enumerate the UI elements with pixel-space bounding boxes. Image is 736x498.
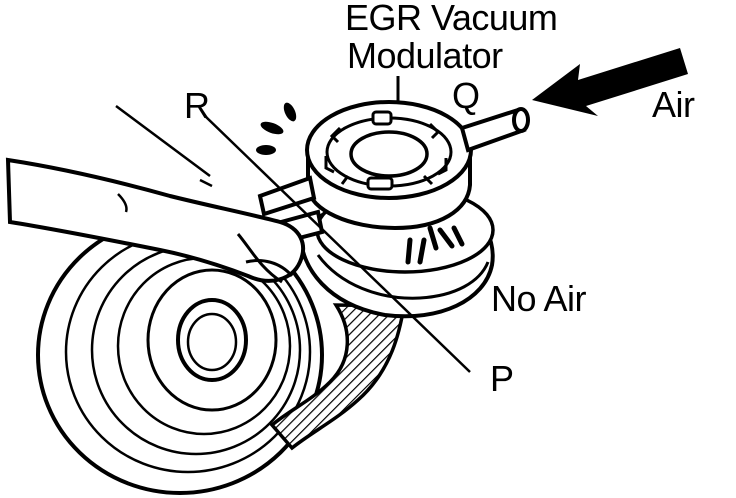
- label-air: Air: [652, 84, 695, 125]
- vacuum-hose: [269, 303, 407, 451]
- title-line-1: EGR Vacuum: [345, 0, 558, 38]
- label-r: R: [184, 85, 210, 126]
- air-puff-icon: [256, 102, 297, 155]
- label-q: Q: [452, 75, 480, 116]
- label-no-air: No Air: [491, 278, 587, 319]
- air-streaks-icon: [405, 225, 465, 265]
- title-line-2: Modulator: [347, 35, 503, 76]
- modulator-cap: [305, 100, 473, 231]
- port-q-nipple: [459, 107, 530, 153]
- label-p: P: [490, 358, 514, 399]
- air-arrow-icon: [532, 48, 688, 116]
- hand-finger: [5, 157, 306, 284]
- leader-line-r-p: [115, 104, 471, 373]
